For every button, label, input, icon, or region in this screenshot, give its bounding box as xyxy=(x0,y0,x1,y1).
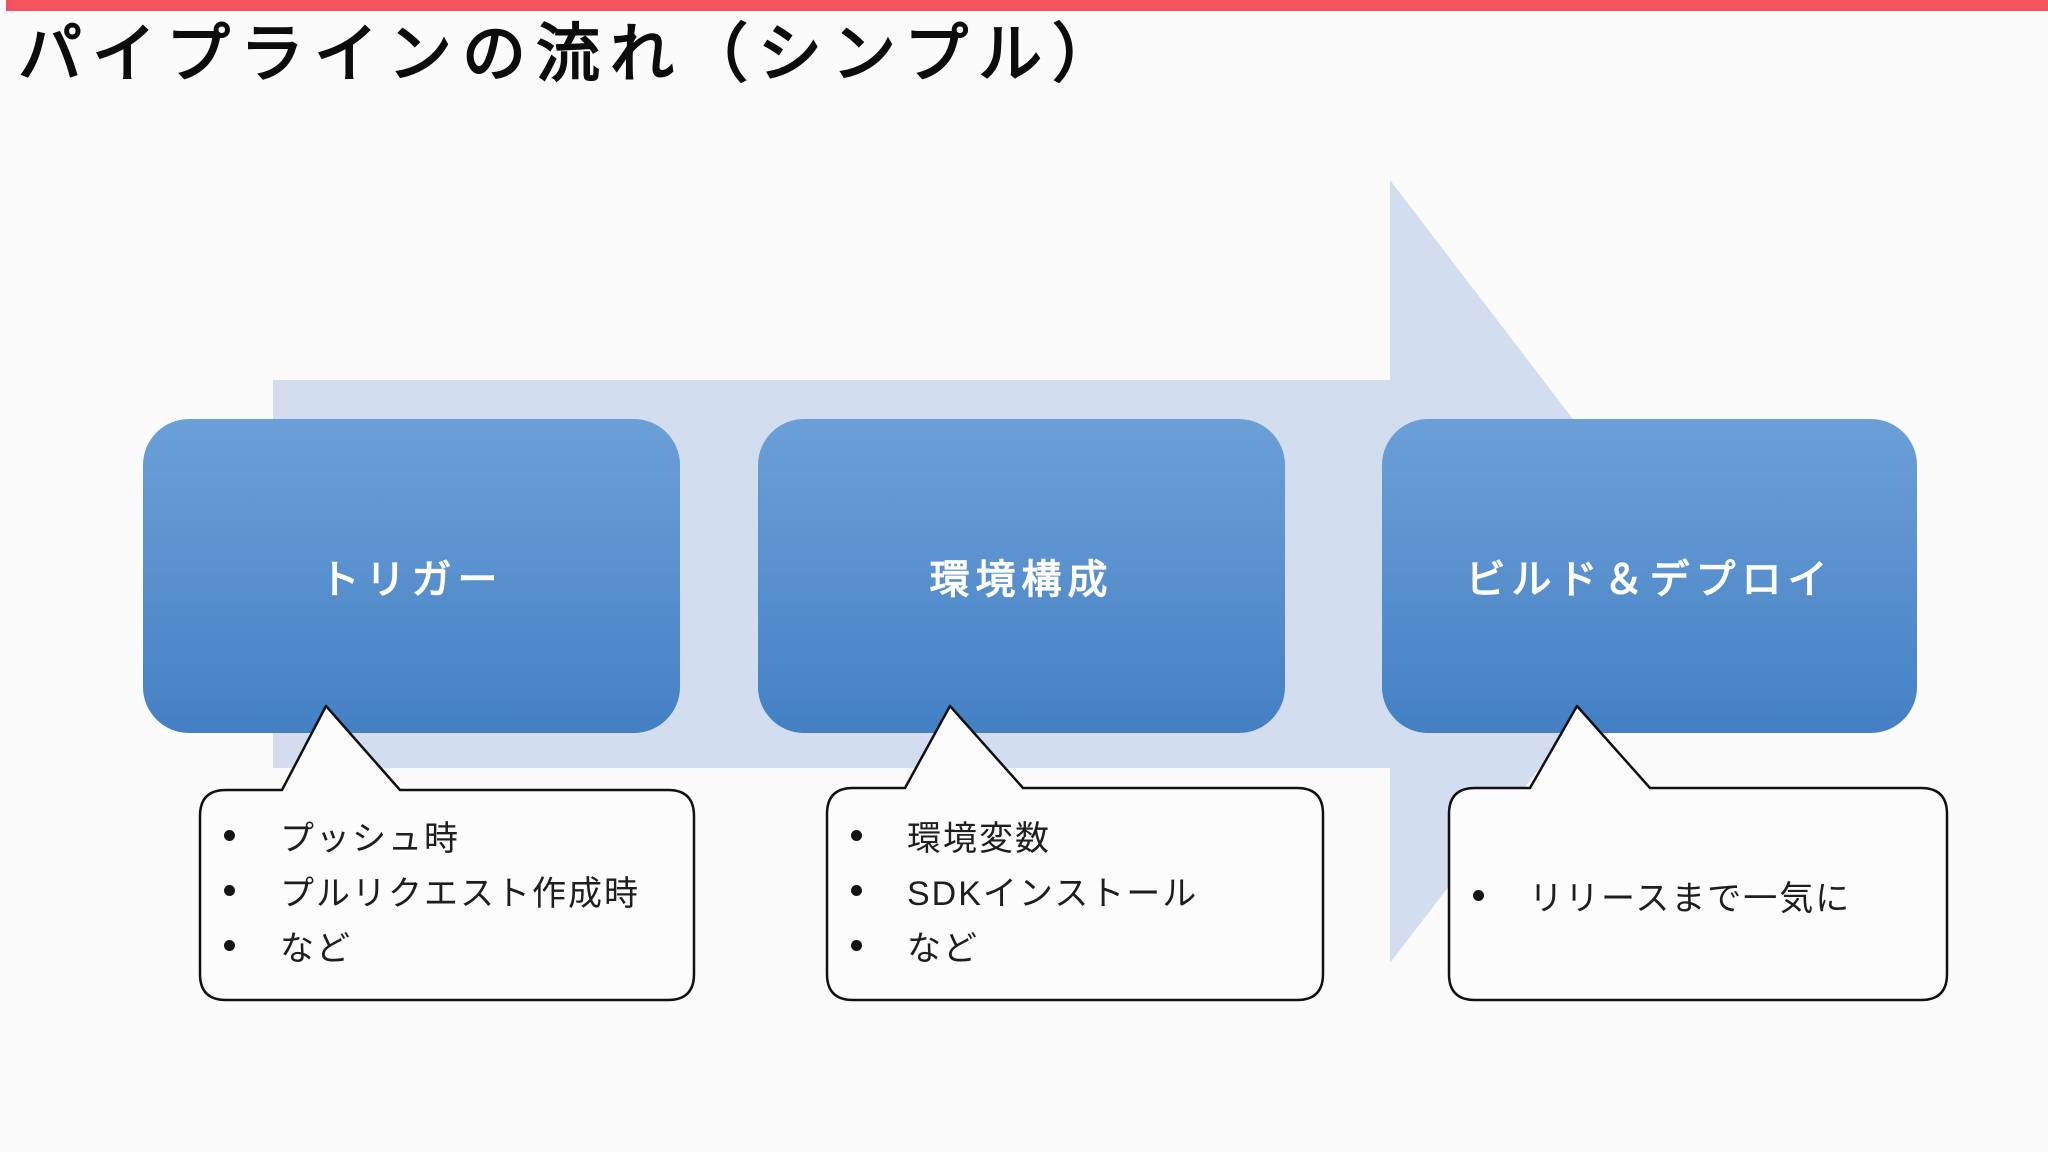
note-text: プッシュ時 xyxy=(280,820,460,858)
note-text: プルリクエスト作成時 xyxy=(280,875,640,913)
note-text: SDKインストール xyxy=(907,875,1199,913)
note-row: リリースまで一気に xyxy=(1473,868,1937,923)
note-row: など xyxy=(851,918,1313,973)
bullet-dot-icon xyxy=(1473,889,1484,901)
note-row: プルリクエスト作成時 xyxy=(224,863,684,918)
accent-bar xyxy=(6,0,2048,11)
bullet-dot-icon xyxy=(224,940,235,951)
callout-bubble-environment xyxy=(825,704,1325,1002)
note-row: 環境変数 xyxy=(851,808,1313,863)
stage-box-trigger: トリガー xyxy=(143,419,680,733)
callout-bubble-build-deploy xyxy=(1447,704,1949,1002)
bullet-dot-icon xyxy=(224,885,235,896)
note-row: プッシュ時 xyxy=(224,808,684,863)
stage-box-environment: 環境構成 xyxy=(758,419,1285,733)
callout-bubble-trigger xyxy=(198,704,696,1002)
note-row: SDKインストール xyxy=(851,863,1313,918)
bullet-dot-icon xyxy=(851,830,862,841)
stage-label: 環境構成 xyxy=(929,558,1114,602)
note-text: など xyxy=(907,930,979,968)
slide-title: パイプラインの流れ（シンプル） xyxy=(18,18,1127,90)
bullet-dot-icon xyxy=(851,885,862,896)
bullet-dot-icon xyxy=(224,830,235,841)
stage-label: トリガー xyxy=(319,558,504,602)
callout-notes-trigger: プッシュ時 プルリクエスト作成時 など xyxy=(200,790,694,1000)
stage-label: ビルド＆デプロイ xyxy=(1465,558,1834,602)
callout-notes-build-deploy: リリースまで一気に xyxy=(1449,790,1947,1000)
note-row: など xyxy=(224,918,684,973)
note-text: など xyxy=(280,930,352,968)
callout-notes-environment: 環境変数 SDKインストール など xyxy=(827,790,1323,1000)
note-text: リリースまで一気に xyxy=(1529,879,1852,918)
stage-box-build-deploy: ビルド＆デプロイ xyxy=(1382,419,1917,733)
bullet-dot-icon xyxy=(851,940,862,951)
note-text: 環境変数 xyxy=(907,820,1051,858)
